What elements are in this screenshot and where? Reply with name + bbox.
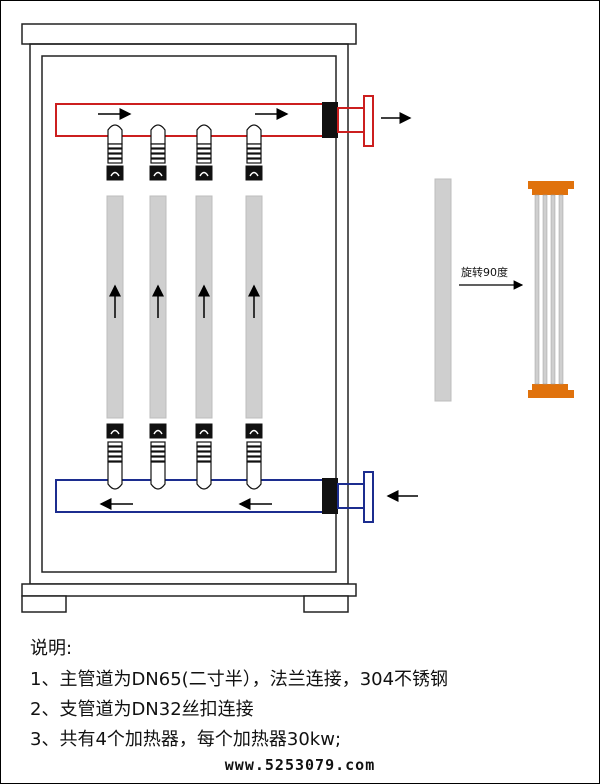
cabinet-outer-wall: [29, 43, 349, 585]
rotated-bottom-manifold: [532, 384, 568, 390]
heater-3-top-fitting: [195, 143, 213, 181]
thread-ring: [196, 143, 212, 149]
thread-ring: [150, 158, 166, 164]
nut-mark: [199, 429, 209, 435]
outlet-flange: [363, 95, 374, 147]
inlet-header-pipe: [55, 471, 374, 523]
rotated-top-flange: [528, 181, 574, 189]
outlet-pipe-collar: [322, 102, 338, 138]
thread-ring: [196, 158, 212, 164]
cabinet: [21, 23, 357, 613]
thread-ring: [246, 148, 262, 154]
thread-ring: [107, 456, 123, 462]
inlet-flange: [363, 471, 374, 523]
rotated-heater-assembly: [528, 181, 574, 398]
thread-ring: [196, 153, 212, 159]
thread-ring: [246, 153, 262, 159]
thread-ring: [150, 441, 166, 447]
thread-ring: [150, 143, 166, 149]
thread-ring: [107, 451, 123, 457]
bottom-elbow: [107, 461, 123, 490]
thread-ring: [196, 148, 212, 154]
inlet-pipe-collar: [322, 478, 338, 514]
heater-4-top-fitting: [245, 143, 263, 181]
top-elbow: [196, 124, 212, 145]
thread-ring: [150, 451, 166, 457]
legend-note-2: 2、支管道为DN32丝扣连接: [30, 699, 254, 720]
nut-mark: [249, 171, 259, 177]
heater-4-bottom-fitting: [245, 423, 263, 462]
nut-mark: [153, 171, 163, 177]
legend-note-1: 1、主管道为DN65(二寸半），法兰连接，304不锈钢: [30, 669, 449, 690]
thread-ring: [196, 446, 212, 452]
nut-mark: [110, 171, 120, 177]
nut-mark: [249, 429, 259, 435]
thread-ring: [107, 158, 123, 164]
inlet-pipe-stub: [337, 483, 365, 509]
thread-ring: [246, 158, 262, 164]
cabinet-foot-left: [21, 595, 67, 613]
outlet-header-pipe: [55, 95, 374, 147]
rotation-label: 旋转90度: [461, 265, 508, 279]
bottom-elbow: [150, 461, 166, 490]
legend: 说明: 1、主管道为DN65(二寸半），法兰连接，304不锈钢 2、支管道为DN…: [30, 634, 590, 758]
thread-ring: [150, 456, 166, 462]
bottom-elbow: [196, 461, 212, 490]
thread-ring: [246, 456, 262, 462]
thread-ring: [107, 441, 123, 447]
rotated-tube-3: [550, 194, 556, 385]
thread-ring: [196, 441, 212, 447]
pipe-system-diagram: 旋转90度: [21, 23, 574, 613]
heater-branch-group: [106, 124, 263, 490]
heater-1-bottom-fitting: [106, 423, 124, 462]
bottom-elbow: [246, 461, 262, 490]
cabinet-foot-right: [303, 595, 349, 613]
top-elbow: [150, 124, 166, 145]
rotated-tube-1: [534, 194, 540, 385]
thread-ring: [107, 446, 123, 452]
rotated-tube-2: [542, 194, 548, 385]
thread-ring: [196, 456, 212, 462]
nut-mark: [153, 429, 163, 435]
thread-ring: [246, 143, 262, 149]
flow-arrows: [98, 108, 418, 510]
rotation-indicator: 旋转90度: [459, 265, 524, 290]
thread-ring: [107, 143, 123, 149]
cabinet-base: [21, 583, 357, 597]
thread-ring: [107, 153, 123, 159]
outlet-pipe-stub: [337, 107, 365, 133]
rotated-bottom-flange: [528, 390, 574, 398]
rotated-tube-4: [558, 194, 564, 385]
top-elbow: [107, 124, 123, 145]
thread-ring: [246, 446, 262, 452]
nut-mark: [199, 171, 209, 177]
thread-ring: [246, 451, 262, 457]
thread-ring: [150, 153, 166, 159]
heater-3-bottom-fitting: [195, 423, 213, 462]
thread-ring: [246, 441, 262, 447]
heater-1-top-fitting: [106, 143, 124, 181]
legend-title: 说明:: [30, 638, 73, 659]
cabinet-inner-wall: [41, 55, 337, 573]
legend-note-3: 3、共有4个加热器，每个加热器30kw;: [30, 729, 342, 750]
heater-2-bottom-fitting: [149, 423, 167, 462]
thread-ring: [150, 446, 166, 452]
heater-side-view: [434, 178, 452, 402]
rotated-top-manifold: [532, 189, 568, 195]
thread-ring: [196, 451, 212, 457]
heater-1: [106, 124, 124, 490]
nut-mark: [110, 429, 120, 435]
watermark-url: www.5253079.com: [224, 756, 376, 774]
thread-ring: [150, 148, 166, 154]
cabinet-top-cap: [21, 23, 357, 45]
heater-2-top-fitting: [149, 143, 167, 181]
top-elbow: [246, 124, 262, 145]
thread-ring: [107, 148, 123, 154]
